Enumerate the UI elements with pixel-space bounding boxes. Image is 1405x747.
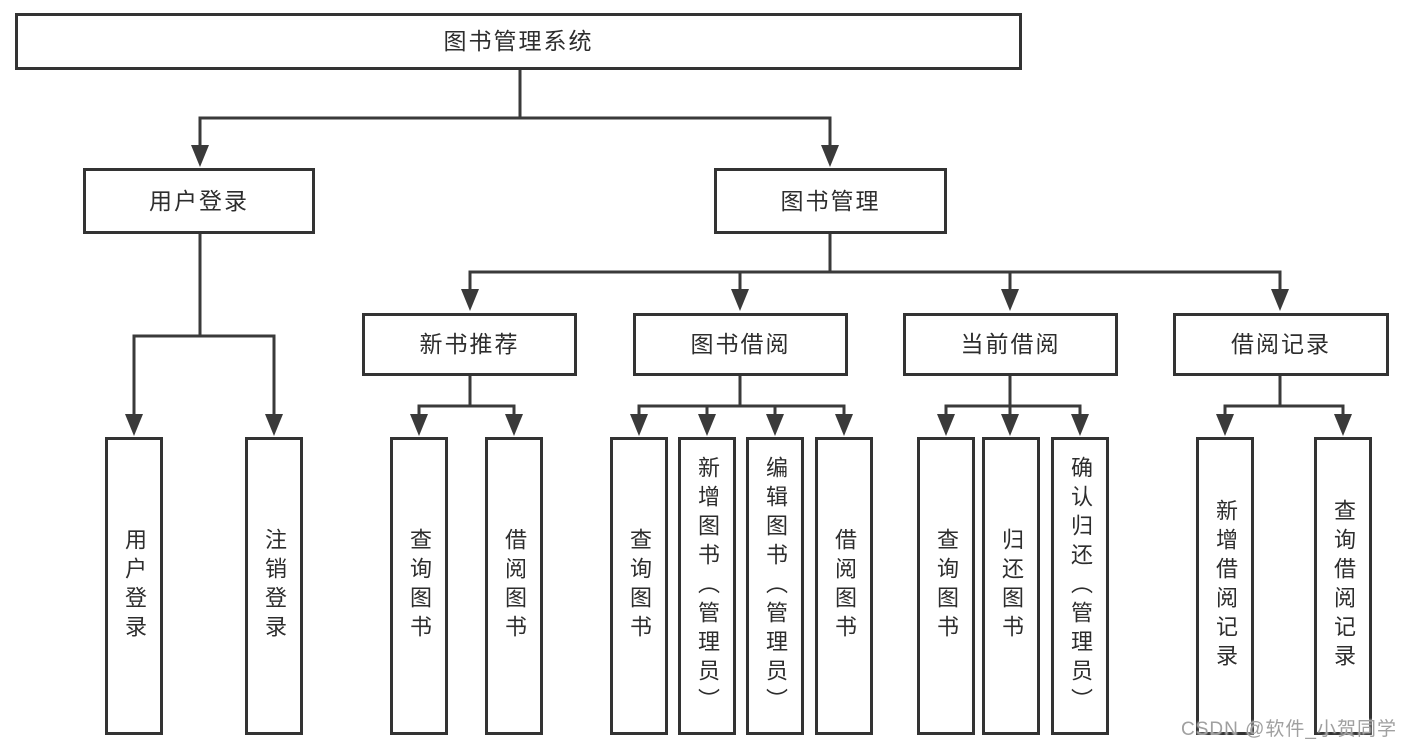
arrowhead-icon <box>125 414 143 436</box>
leaf-current-return-books: 归还图书 <box>982 437 1040 735</box>
leaf-record-query-label: 查询借阅记录 <box>1331 499 1356 673</box>
node-user-login-label: 用户登录 <box>149 187 249 214</box>
node-new-book-recommend-label: 新书推荐 <box>419 331 520 357</box>
arrowhead-icon <box>1001 414 1019 436</box>
node-borrow-record-label: 借阅记录 <box>1231 331 1331 357</box>
arrowhead-icon <box>1216 414 1234 436</box>
leaf-logout: 注销登录 <box>245 437 303 735</box>
node-current-borrow-label: 当前借阅 <box>960 331 1061 357</box>
node-current-borrow: 当前借阅 <box>903 313 1118 376</box>
node-borrow-record: 借阅记录 <box>1173 313 1389 376</box>
leaf-borrow-edit-books-admin: 编辑图书（管理员） <box>746 437 804 735</box>
node-user-login: 用户登录 <box>83 168 315 234</box>
connector-root-to-level2 <box>198 67 832 149</box>
leaf-borrow-query-books-label: 查询图书 <box>627 528 652 644</box>
leaf-borrow-add-books-admin-label: 新增图书（管理员） <box>695 455 720 717</box>
arrowhead-icon <box>1271 289 1289 311</box>
arrowhead-icon <box>698 414 716 436</box>
leaf-borrow-query-books: 查询图书 <box>610 437 668 735</box>
leaf-current-query-books-label: 查询图书 <box>934 528 959 644</box>
csdn-watermark: CSDN @软件_小贺同学 <box>1181 719 1397 740</box>
arrowhead-icon <box>630 414 648 436</box>
leaf-newbook-borrow-books-label: 借阅图书 <box>502 528 527 644</box>
arrowhead-icon <box>766 414 784 436</box>
arrowhead-icon <box>1334 414 1352 436</box>
arrowhead-icon <box>731 289 749 311</box>
connector-new-book-to-leaves <box>417 374 516 418</box>
leaf-user-login-label: 用户登录 <box>122 528 147 644</box>
leaf-user-login: 用户登录 <box>105 437 163 735</box>
leaf-record-add: 新增借阅记录 <box>1196 437 1254 735</box>
connector-cur-borrow-to-leaves <box>944 374 1082 418</box>
connector-book-mgmt-to-level3 <box>468 232 1282 293</box>
leaf-borrow-borrow-books-label: 借阅图书 <box>832 528 857 644</box>
connector-borrow-rec-to-leaves <box>1223 374 1345 418</box>
arrowhead-icon <box>505 414 523 436</box>
node-root: 图书管理系统 <box>15 13 1022 70</box>
node-book-borrow-label: 图书借阅 <box>690 331 791 357</box>
leaf-newbook-query-books: 查询图书 <box>390 437 448 735</box>
arrowhead-icon <box>1001 289 1019 311</box>
leaf-current-confirm-return-admin-label: 确认归还（管理员） <box>1068 455 1093 717</box>
leaf-current-confirm-return-admin: 确认归还（管理员） <box>1051 437 1109 735</box>
arrowhead-icon <box>1071 414 1089 436</box>
leaf-logout-label: 注销登录 <box>262 528 287 644</box>
leaf-record-query: 查询借阅记录 <box>1314 437 1372 735</box>
arrowhead-icon <box>821 145 839 167</box>
arrowhead-icon <box>191 145 209 167</box>
arrowhead-icon <box>937 414 955 436</box>
node-new-book-recommend: 新书推荐 <box>362 313 577 376</box>
arrowhead-icon <box>461 289 479 311</box>
leaf-borrow-borrow-books: 借阅图书 <box>815 437 873 735</box>
leaf-borrow-edit-books-admin-label: 编辑图书（管理员） <box>763 455 788 717</box>
node-root-label: 图书管理系统 <box>443 28 594 54</box>
leaf-current-return-books-label: 归还图书 <box>999 528 1024 644</box>
arrowhead-icon <box>265 414 283 436</box>
leaf-borrow-add-books-admin: 新增图书（管理员） <box>678 437 736 735</box>
arrowhead-icon <box>835 414 853 436</box>
node-book-management: 图书管理 <box>714 168 947 234</box>
leaf-record-add-label: 新增借阅记录 <box>1213 499 1238 673</box>
node-book-management-label: 图书管理 <box>780 187 881 214</box>
arrowhead-icon <box>410 414 428 436</box>
node-book-borrow: 图书借阅 <box>633 313 848 376</box>
leaf-current-query-books: 查询图书 <box>917 437 975 735</box>
leaf-newbook-borrow-books: 借阅图书 <box>485 437 543 735</box>
connector-book-borrow-to-leaves <box>637 374 846 418</box>
leaf-newbook-query-books-label: 查询图书 <box>407 528 432 644</box>
connector-user-login-to-leaves <box>132 232 276 417</box>
